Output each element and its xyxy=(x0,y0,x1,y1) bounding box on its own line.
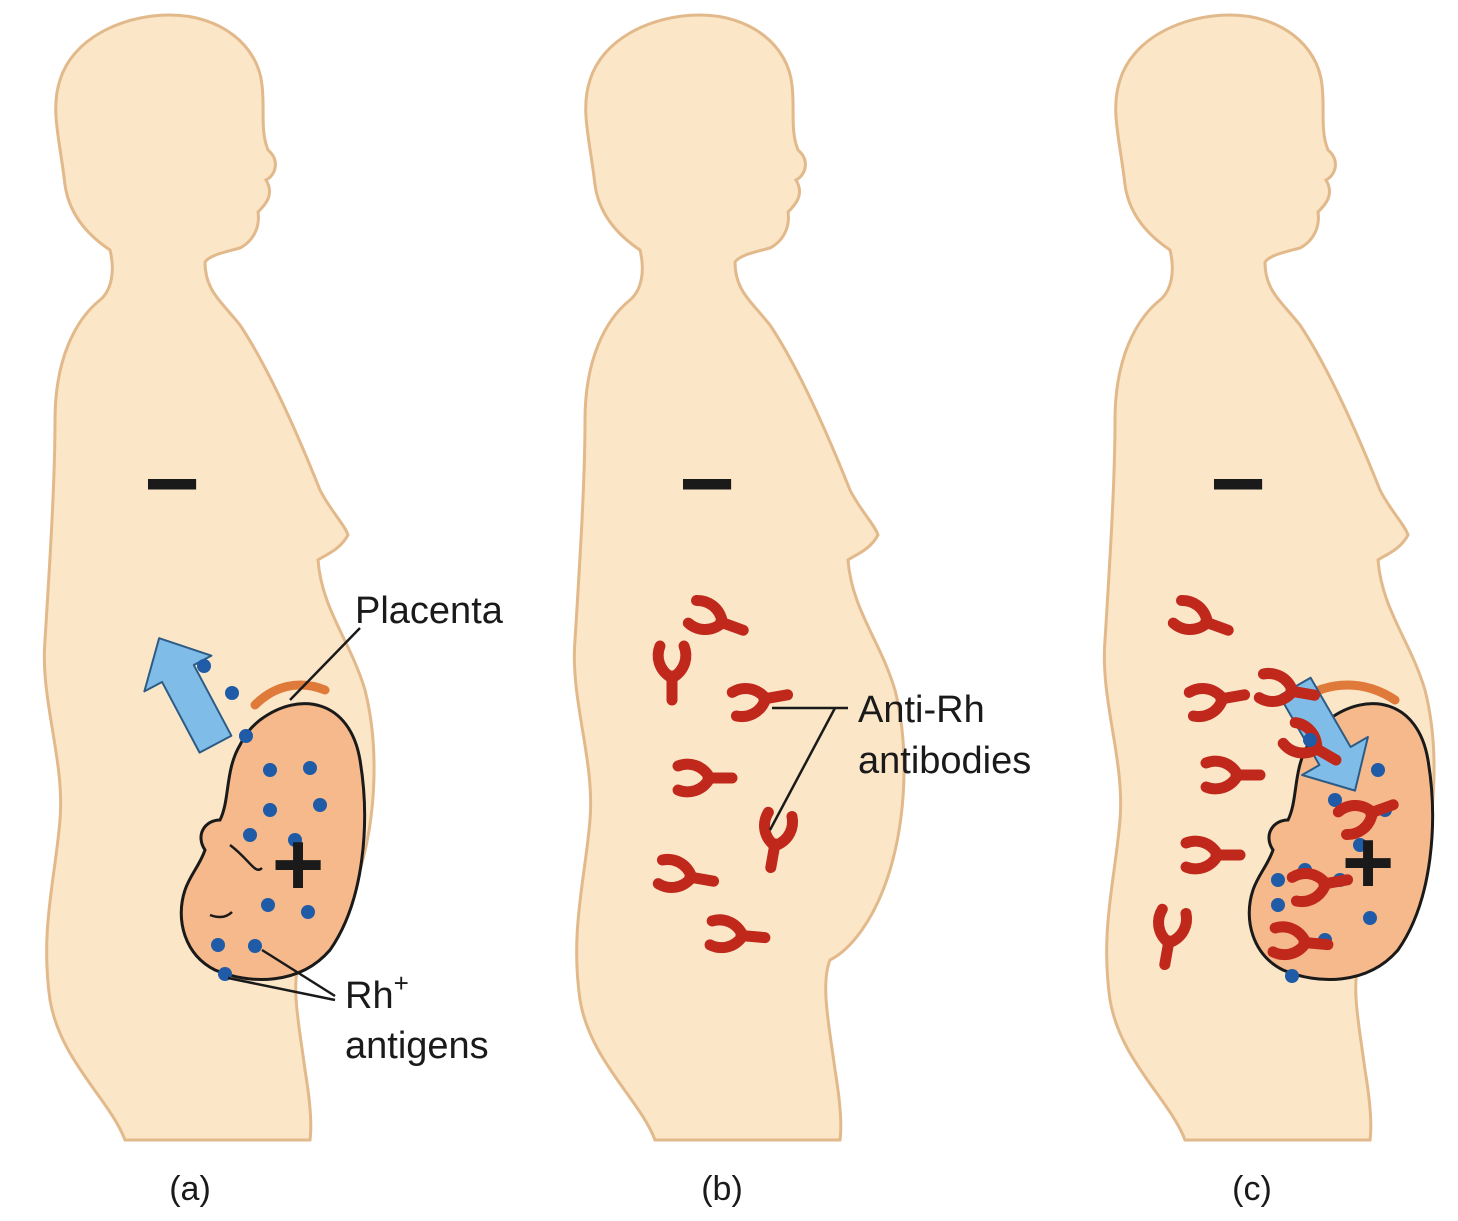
panel-c: − xyxy=(1104,15,1434,1208)
panel-a: − + Placenta xyxy=(44,15,503,1208)
antigen-dot-icon xyxy=(263,763,277,777)
antigen-dot-icon xyxy=(211,938,225,952)
panel-caption-c: (c) xyxy=(1232,1170,1272,1208)
mother-rh-sign: − xyxy=(1210,430,1266,537)
antigen-dot-icon xyxy=(303,761,317,775)
placenta-label: Placenta xyxy=(355,590,504,632)
antigen-dot-icon xyxy=(248,939,262,953)
panel-caption-a: (a) xyxy=(169,1170,211,1208)
mother-silhouette xyxy=(1104,15,1434,1140)
antigen-dot-icon xyxy=(243,828,257,842)
antigen-dot-icon xyxy=(1285,969,1299,983)
antigen-dot-icon xyxy=(239,729,253,743)
panel-b: − Anti-Rh antibodies (b) xyxy=(574,15,1031,1208)
fetus-rh-sign: + xyxy=(272,815,325,915)
panel-caption-b: (b) xyxy=(701,1170,743,1208)
antigen-dot-icon xyxy=(225,686,239,700)
antigen-dot-icon xyxy=(1371,763,1385,777)
antigen-dot-icon xyxy=(313,798,327,812)
rh-antigens-label: Rh+ xyxy=(345,968,409,1017)
antigen-dot-icon xyxy=(1271,898,1285,912)
antibodies-label: antibodies xyxy=(858,740,1031,782)
mother-silhouette xyxy=(574,15,904,1140)
fetus-rh-sign: + xyxy=(1342,813,1395,913)
rh-antigens-label-line2: antigens xyxy=(345,1025,489,1067)
antigen-dot-icon xyxy=(1271,873,1285,887)
anti-rh-label: Anti-Rh xyxy=(858,689,985,731)
mother-rh-sign: − xyxy=(679,430,735,537)
antigen-dot-icon xyxy=(1303,733,1317,747)
mother-silhouette xyxy=(44,15,374,1140)
antigen-dot-icon xyxy=(1363,911,1377,925)
antigen-dot-icon xyxy=(197,659,211,673)
mother-rh-sign: − xyxy=(144,430,200,537)
